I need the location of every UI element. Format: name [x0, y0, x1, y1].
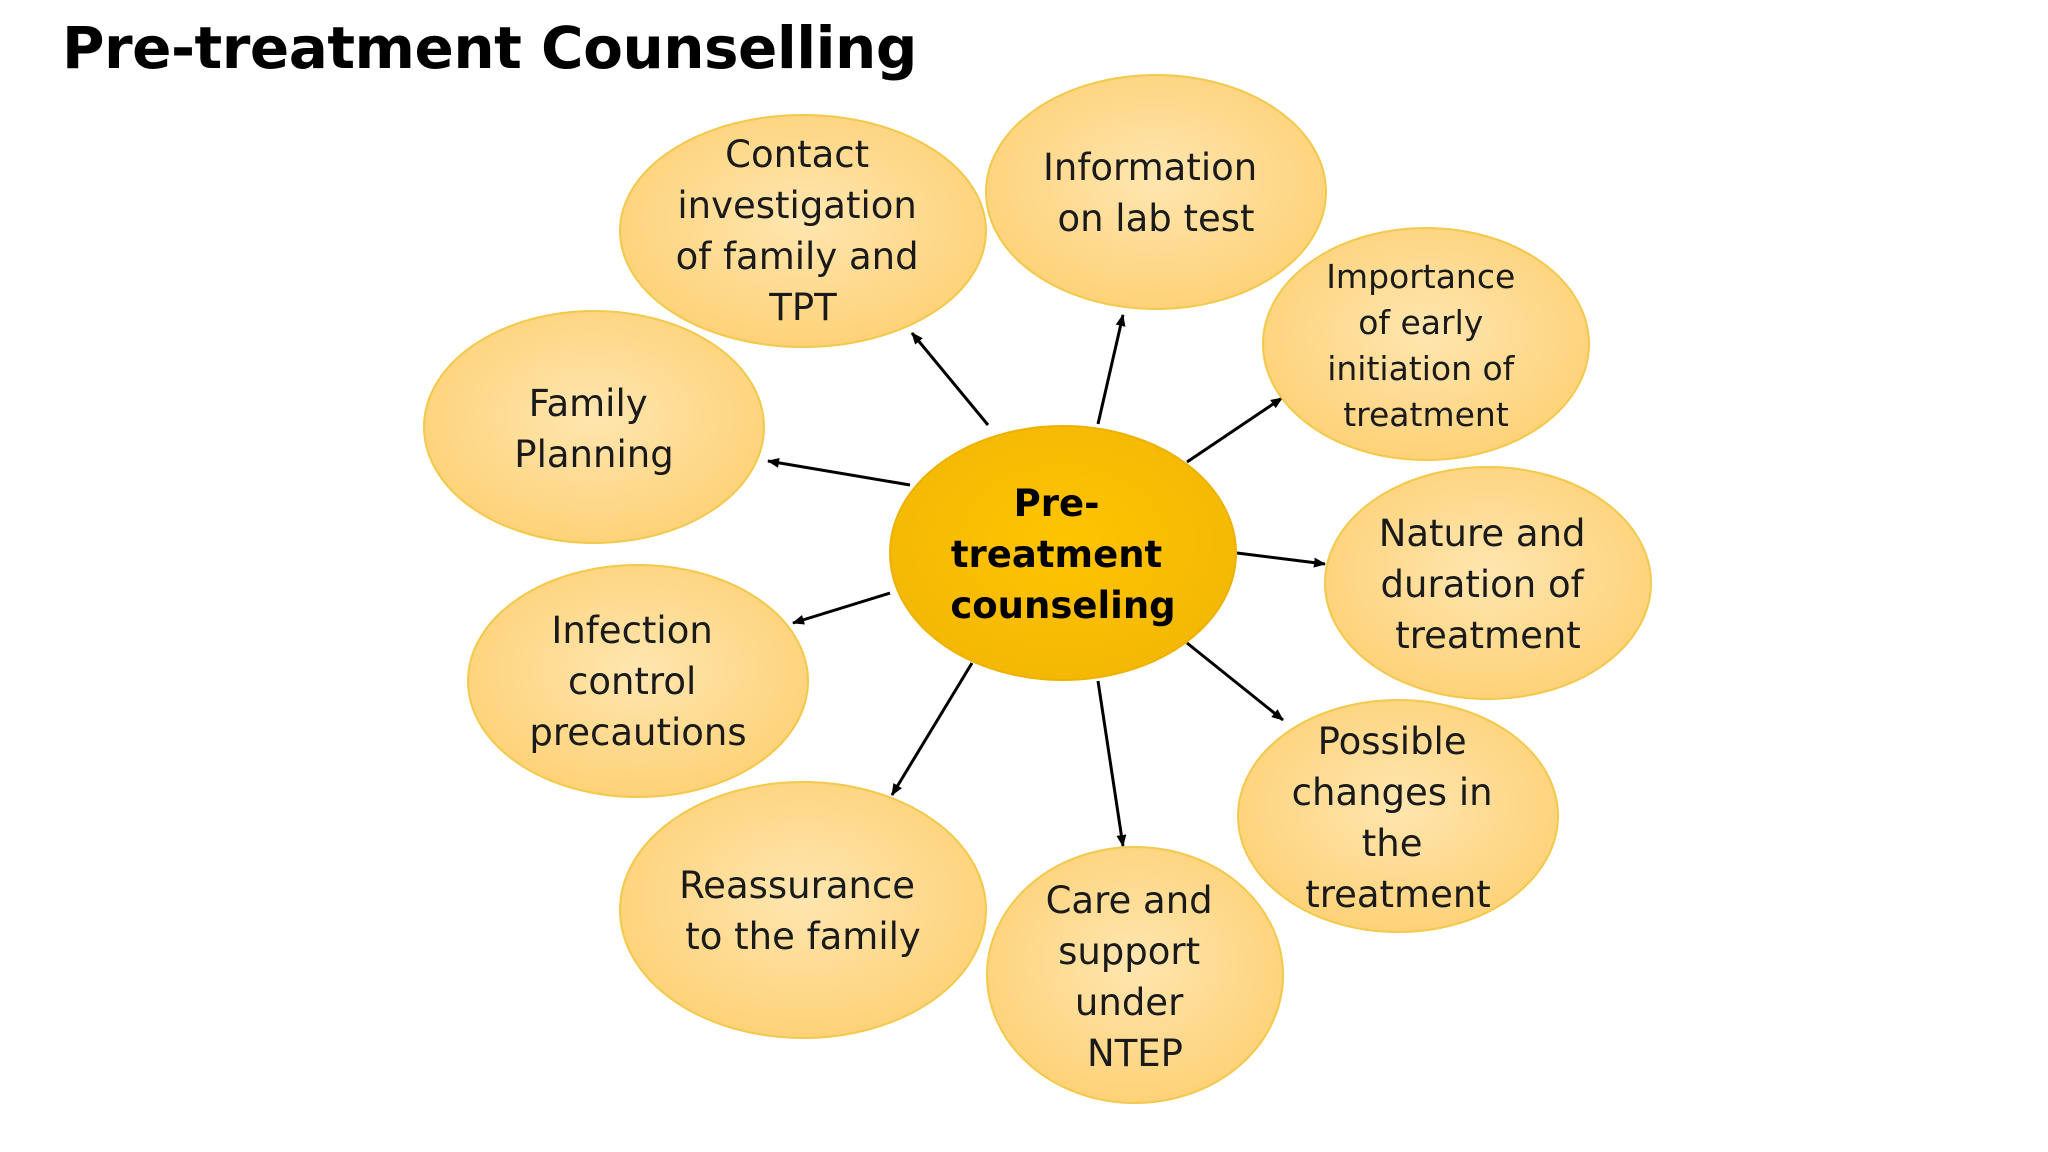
svg-text:Information on lab test: Information on lab test: [1043, 146, 1269, 240]
node-care-support: Care and support under NTEP: [986, 846, 1284, 1104]
arrow-family-planning: [767, 457, 911, 487]
node-infection-control: Infection control precautions: [467, 564, 809, 798]
arrow-possible-changes: [1186, 641, 1284, 722]
arrow-reassurance: [890, 662, 974, 796]
arrow-information-lab-test: [1096, 314, 1126, 425]
svg-text:Possible changes in: Possible changes in the treatment: [1292, 720, 1505, 916]
slide-title: Pre-treatment Counselling: [62, 14, 917, 82]
node-information-lab-test: Information on lab test: [985, 74, 1327, 310]
center-node-pre-treatment-counseling: Pre- treatment counseling: [889, 425, 1237, 681]
arrow-care-support: [1096, 680, 1127, 847]
svg-text:Contact investigation: Contact investigation of family and TPT: [676, 133, 931, 329]
svg-text:Nature and duration of: Nature and duration of treatment: [1379, 512, 1598, 657]
svg-text:Importance of early: Importance of early initiation of treatm…: [1326, 257, 1526, 434]
node-possible-changes: Possible changes in the treatment: [1237, 699, 1559, 933]
svg-text:Family Planning: Family Planning: [514, 382, 673, 476]
arrow-contact-investigation: [910, 332, 990, 426]
node-contact-investigation: Contact investigation of family and TPT: [619, 114, 987, 348]
node-reassurance: Reassurance to the family: [619, 781, 987, 1039]
arrow-early-initiation: [1186, 396, 1283, 464]
svg-text:Pre- treatment cou: Pre- treatment counseling: [950, 482, 1175, 627]
node-early-initiation: Importance of early initiation of treatm…: [1262, 227, 1590, 461]
arrow-nature-duration: [1236, 551, 1326, 568]
node-nature-duration: Nature and duration of treatment: [1324, 466, 1652, 700]
node-family-planning: Family Planning: [423, 310, 765, 544]
arrow-infection-control: [792, 591, 891, 625]
svg-text:Reassurance to the famil: Reassurance to the family: [679, 864, 927, 958]
arrows: [767, 314, 1326, 847]
svg-text:Care and support u: Care and support under NTEP: [1046, 879, 1225, 1075]
svg-text:Infection control: Infection control precautions: [529, 609, 746, 754]
